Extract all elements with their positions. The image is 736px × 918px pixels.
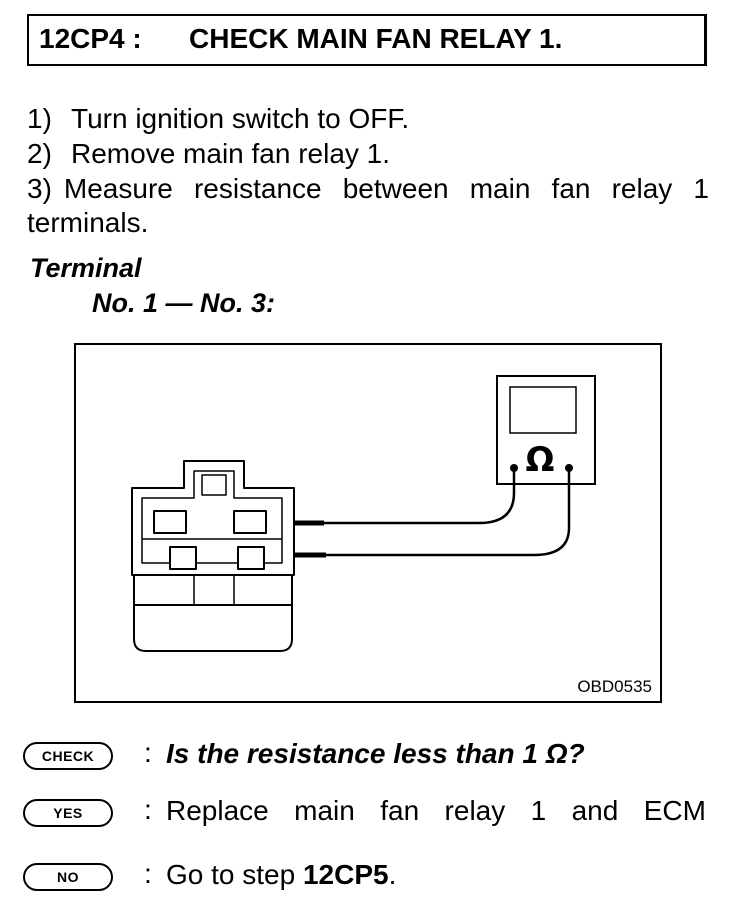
no-row: NO : Go to step 12CP5. (20, 856, 720, 896)
yes-word: ECM (643, 795, 706, 826)
yes-word: fan (380, 795, 420, 826)
yes-word: and (571, 795, 619, 826)
step-code: 12CP4 : (39, 23, 142, 54)
step-text: Measure resistance between main fan rela… (63, 173, 709, 204)
instruction-step-2: 2) Remove main fan relay 1. (27, 137, 709, 171)
figure-frame (74, 343, 662, 703)
yes-word: 1 (530, 795, 547, 826)
instruction-step-1: 1) Turn ignition switch to OFF. (27, 102, 709, 136)
step-number: 2) (27, 138, 52, 169)
step-header: 12CP4 : CHECK MAIN FAN RELAY 1. (27, 14, 707, 66)
ohm-symbol: Ω (526, 440, 555, 480)
step-text: Remove main fan relay 1. (71, 138, 391, 169)
yes-action: Replace main fan relay 1 and ECM (166, 792, 706, 830)
no-action: Go to step 12CP5. (166, 856, 396, 894)
step-line: 3) Measure resistance between main fan r… (27, 172, 709, 206)
relay-measurement-figure: Ω OBD0535 (74, 343, 662, 703)
test-lead-lower (324, 468, 571, 557)
check-colon: : (144, 737, 152, 768)
yes-word: Replace (166, 795, 269, 826)
yes-row: YES : Replace main fan relay 1 and ECM (20, 792, 720, 832)
step-text: Turn ignition switch to OFF. (71, 103, 410, 134)
no-period: . (388, 859, 397, 890)
check-row: CHECK : Is the resistance less than 1 Ω? (20, 735, 720, 775)
check-question: Is the resistance less than 1 Ω? (166, 738, 585, 769)
instruction-step-3: 3) Measure resistance between main fan r… (27, 172, 709, 240)
check-badge: CHECK (23, 742, 113, 770)
step-text-continued: terminals. (27, 207, 149, 238)
no-colon: : (144, 858, 152, 889)
relay-diagram: Ω (74, 343, 662, 703)
test-lead-upper (322, 468, 516, 525)
step-number: 3) (27, 173, 52, 204)
no-target-step: 12CP5 (302, 859, 389, 890)
step-title: CHECK MAIN FAN RELAY 1. (189, 23, 563, 54)
yes-word: main (294, 795, 355, 826)
terminal-pair: No. 1 — No. 3: (92, 288, 276, 318)
yes-badge: YES (23, 799, 113, 827)
terminal-heading: Terminal (30, 253, 142, 283)
fan-relay (131, 460, 295, 652)
no-text: Go to step (166, 859, 303, 890)
no-badge: NO (23, 863, 113, 891)
figure-code: OBD0535 (577, 677, 652, 696)
yes-colon: : (144, 794, 152, 825)
yes-word: relay (444, 795, 506, 826)
step-number: 1) (27, 103, 52, 134)
